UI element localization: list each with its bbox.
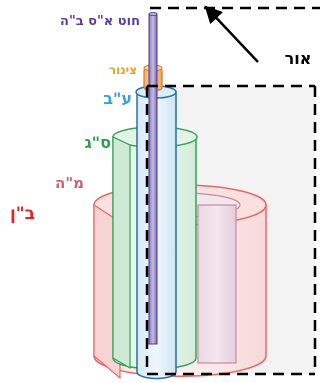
- thread-label: חוט א"ס ב"ה: [60, 14, 140, 29]
- dashed-frame-box: [145, 84, 317, 376]
- light-arrow: [204, 5, 259, 63]
- layer-ban-label: ב"ן: [10, 204, 35, 224]
- layer-av-label: ע"ב: [103, 89, 132, 108]
- layer-sag-label: ס"ג: [85, 133, 111, 152]
- light-label: אור: [285, 49, 312, 68]
- tube-label: צינור: [109, 63, 137, 77]
- layer-mah-label: מ"ה: [55, 174, 84, 192]
- cylinder-mah: [197, 204, 237, 364]
- thread: [148, 11, 158, 345]
